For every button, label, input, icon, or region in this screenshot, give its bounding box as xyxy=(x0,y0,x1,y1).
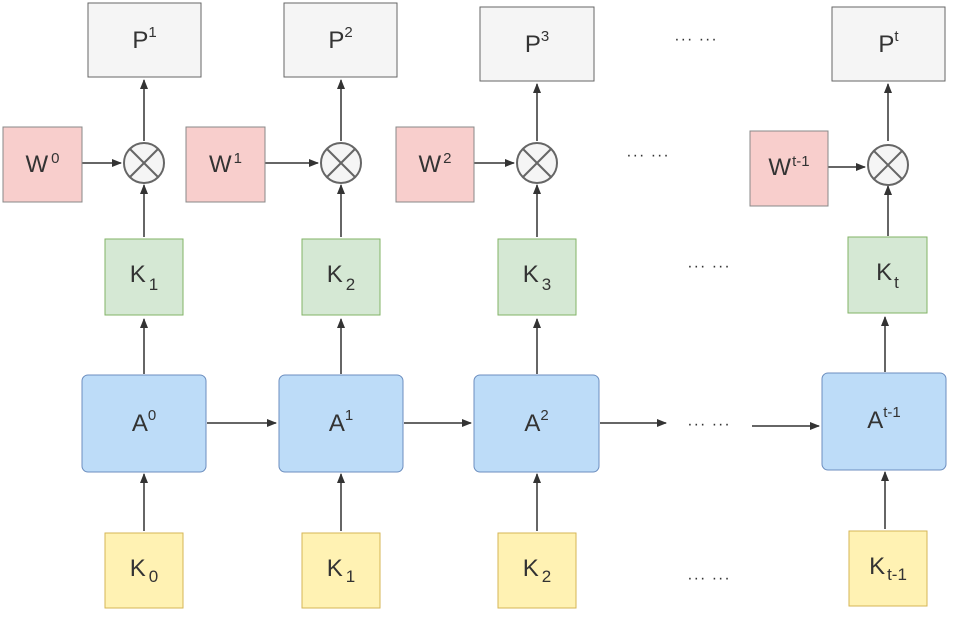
output-label-0: P1 xyxy=(132,24,156,54)
state-label-2: A2 xyxy=(524,407,548,437)
ellipsis-weights: ··· ··· xyxy=(626,147,669,164)
multiply-op-2 xyxy=(516,142,558,184)
state-label-3: At-1 xyxy=(867,404,901,434)
output-label-3: Pt xyxy=(878,28,899,58)
state-label-1: A1 xyxy=(329,407,353,437)
circled-times-icon xyxy=(867,144,909,186)
arrows-layer xyxy=(82,79,892,531)
circled-times-icon xyxy=(123,142,165,184)
ellipsis-outputs: ··· ··· xyxy=(674,31,717,48)
weight-box-3: Wt-1 xyxy=(749,130,829,207)
output-box-0: P1 xyxy=(87,2,202,78)
ellipsis-keys: ··· ··· xyxy=(687,258,730,275)
output-box-2: P3 xyxy=(479,6,595,82)
state-box-3: At-1 xyxy=(821,372,947,471)
multiply-op-3 xyxy=(867,144,909,186)
weight-label-3: Wt-1 xyxy=(768,153,809,181)
state-box-2: A2 xyxy=(473,374,600,473)
output-label-1: P2 xyxy=(328,24,352,54)
multiply-op-1 xyxy=(320,142,362,184)
state-box-1: A1 xyxy=(278,374,404,473)
output-box-3: Pt xyxy=(831,6,946,82)
circled-times-icon xyxy=(516,142,558,184)
ellipsis-inputs: ··· ··· xyxy=(687,570,730,587)
state-box-0: A0 xyxy=(81,374,207,473)
output-box-1: P2 xyxy=(283,2,398,78)
circled-times-icon xyxy=(320,142,362,184)
output-label-2: P3 xyxy=(525,28,549,58)
multiply-op-0 xyxy=(123,142,165,184)
state-label-0: A0 xyxy=(132,407,156,437)
ellipsis-states: ··· ··· xyxy=(687,416,730,433)
